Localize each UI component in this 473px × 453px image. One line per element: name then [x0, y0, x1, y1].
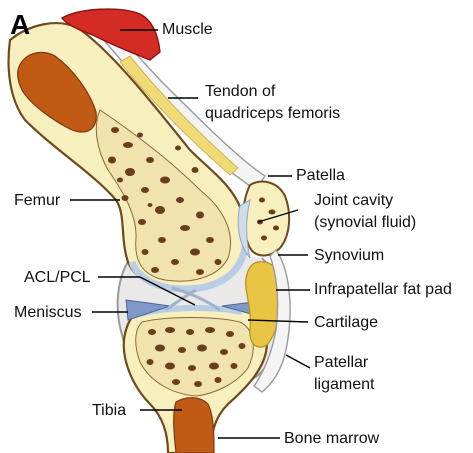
- label-tendon-line1: Tendon of: [205, 83, 276, 100]
- label-muscle: Muscle: [162, 21, 213, 38]
- label-femur: Femur: [14, 192, 61, 209]
- label-patellar-ligament-line2: ligament: [314, 376, 375, 393]
- label-cartilage: Cartilage: [314, 314, 378, 331]
- label-joint-cavity-line2: (synovial fluid): [314, 214, 416, 231]
- panel-letter: A: [10, 9, 30, 40]
- label-patellar-ligament-line1: Patellar: [314, 354, 369, 371]
- tibia-marrow: [174, 398, 214, 453]
- label-acl-pcl: ACL/PCL: [24, 269, 91, 286]
- label-tibia: Tibia: [92, 402, 126, 419]
- label-infrapatellar-fat-pad: Infrapatellar fat pad: [314, 281, 452, 298]
- label-meniscus: Meniscus: [14, 304, 82, 321]
- label-bone-marrow: Bone marrow: [284, 430, 380, 447]
- label-joint-cavity-line1: Joint cavity: [314, 192, 393, 209]
- patella-bone: [243, 182, 289, 256]
- label-tendon-line2: quadriceps femoris: [205, 105, 340, 122]
- label-patella: Patella: [296, 167, 345, 184]
- label-synovium: Synovium: [314, 247, 384, 264]
